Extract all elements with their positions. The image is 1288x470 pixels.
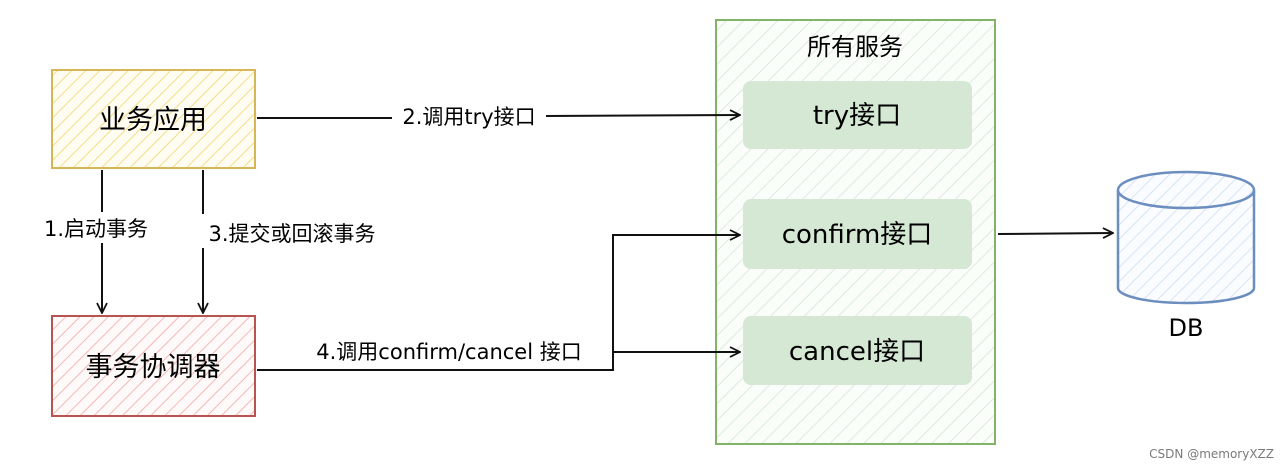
watermark: CSDN @memoryXZZ xyxy=(1149,447,1274,461)
cancel-api-label: cancel接口 xyxy=(789,337,925,367)
edge-start-tx-label: 1.启动事务 xyxy=(44,217,148,241)
confirm-api-label: confirm接口 xyxy=(782,220,933,250)
edge-commit-rollback: 3.提交或回滚事务 xyxy=(203,170,376,313)
services-title: 所有服务 xyxy=(807,33,903,61)
coordinator-node: 事务协调器 xyxy=(51,315,256,417)
cancel-api-node: cancel接口 xyxy=(743,316,972,385)
coordinator-node-label: 事务协调器 xyxy=(86,352,221,383)
database-body xyxy=(1116,190,1256,305)
edge-services-db-line xyxy=(997,233,1113,234)
edge-start-tx: 1.启动事务 xyxy=(44,170,148,313)
confirm-api-shape xyxy=(743,199,972,269)
confirm-api-node: confirm接口 xyxy=(743,199,972,269)
try-api-shape xyxy=(743,81,972,149)
database-label: DB xyxy=(1169,314,1204,342)
cancel-api-shape xyxy=(743,316,972,385)
database-node: DB xyxy=(1116,170,1256,342)
edge-call-try: 2.调用try接口 xyxy=(257,105,740,129)
app-node: 业务应用 xyxy=(51,69,256,169)
try-api-node: try接口 xyxy=(743,81,972,149)
database-top xyxy=(1116,170,1256,210)
edge-services-db xyxy=(997,233,1113,234)
edge-call-try-label: 2.调用try接口 xyxy=(402,105,535,129)
app-node-shape xyxy=(51,69,256,169)
edge-commit-rollback-label: 3.提交或回滚事务 xyxy=(208,222,375,246)
coordinator-node-shape xyxy=(51,315,256,417)
edge-call-confirm-cancel: 4.调用confirm/cancel 接口 xyxy=(257,235,740,371)
edge-to-confirm-line xyxy=(257,235,740,371)
try-api-label: try接口 xyxy=(813,101,901,131)
edge-call-try-line-b xyxy=(545,115,740,116)
app-node-label: 业务应用 xyxy=(99,105,207,136)
edge-call-confirm-cancel-label: 4.调用confirm/cancel 接口 xyxy=(316,340,581,364)
